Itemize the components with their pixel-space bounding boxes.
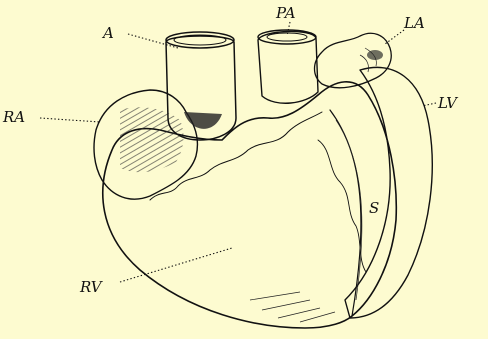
label-right-ventricle: RV xyxy=(79,278,104,296)
label-right-atrium: RA xyxy=(2,108,25,126)
label-left-ventricle: LV xyxy=(437,94,459,112)
left-ventricle xyxy=(345,67,432,318)
label-pulmonary-artery: PA xyxy=(275,4,296,22)
leader-ra xyxy=(40,118,100,122)
leader-la xyxy=(385,30,404,44)
label-left-atrium: LA xyxy=(403,14,425,32)
left-atrium xyxy=(315,33,392,87)
leader-rv xyxy=(120,248,232,282)
label-aorta: A xyxy=(101,24,114,42)
label-septum: S xyxy=(369,199,379,217)
pulmonary-artery xyxy=(258,30,318,103)
leader-pa xyxy=(287,22,290,36)
